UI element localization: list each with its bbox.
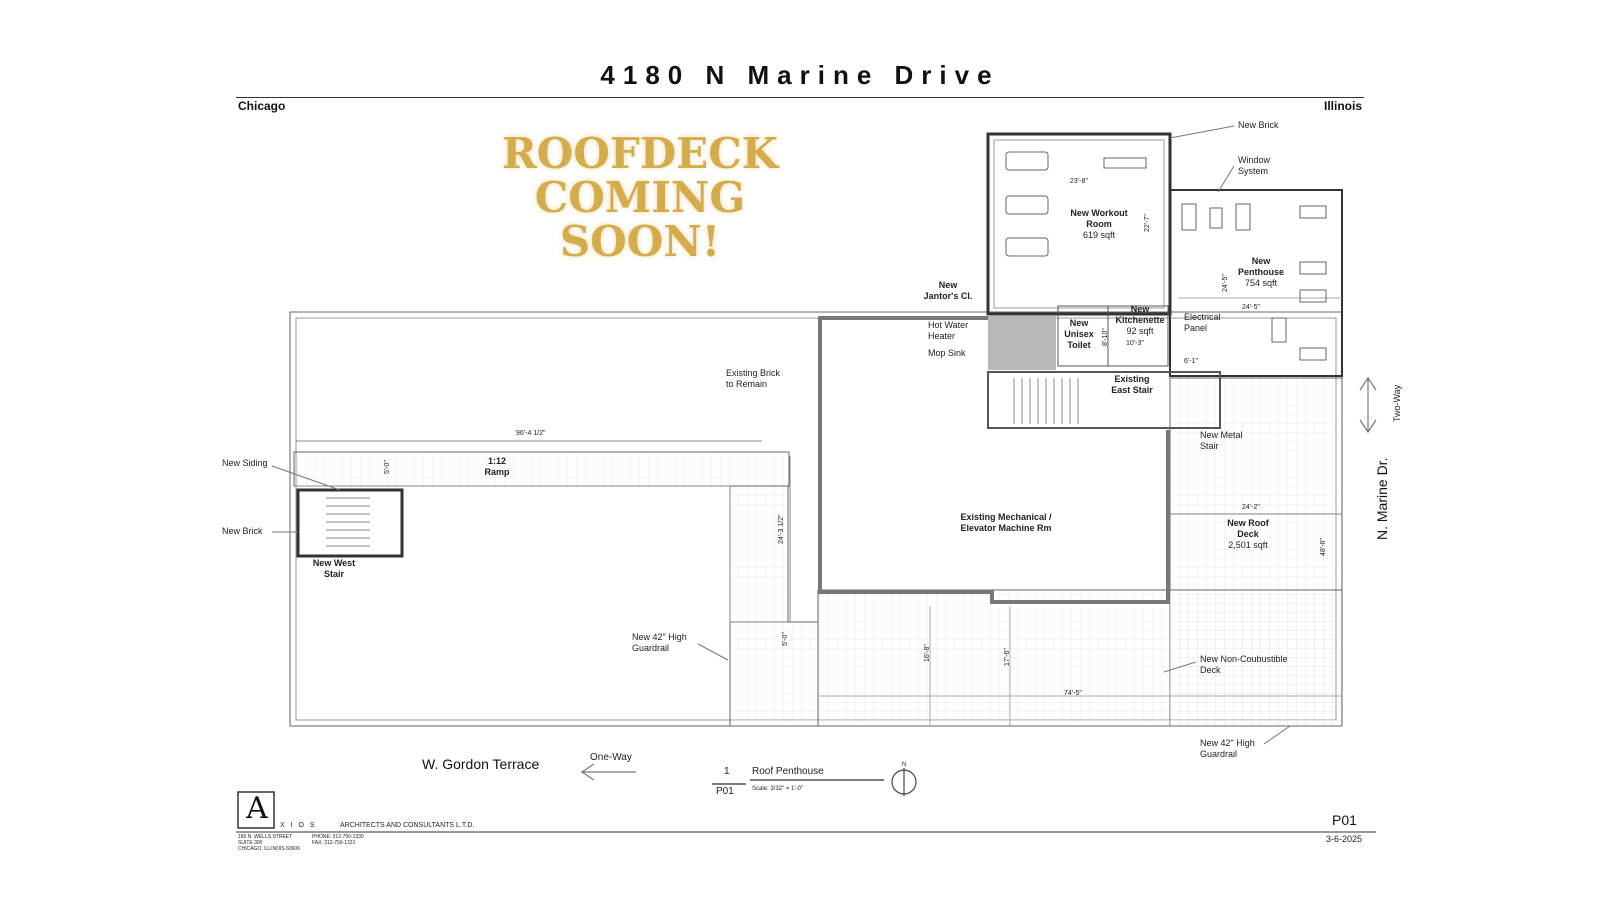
hot-water-fill [988,316,1056,370]
firm-name: ARCHITECTS AND CONSULTANTS L.T.D. [340,822,475,829]
dim-text: 17'-6" [1004,648,1011,666]
dim-text: 23'-8" [1070,178,1088,185]
east-stair-core [987,371,1221,429]
label-penthouse: New Penthouse 754 sqft [1237,256,1284,288]
label-east-stair: Existing East Stair [1111,374,1153,395]
state-label: Illinois [1323,99,1362,113]
firm-contact: PHONE: 312-750-1330 FAX: 312-750-1331 [312,834,364,846]
kitchenette-walls [1107,305,1169,367]
ramp-side-grid [729,485,789,623]
label-kitchenette: New Kitchenette 92 sqft [1115,304,1165,336]
dim-text: 24'-2" [1242,504,1260,511]
dim-text: 16'-8" [924,644,931,662]
street-marine-drive: N. Marine Dr. [1374,457,1390,540]
treadmill-1 [1005,151,1049,171]
label-mop-sink: Mop Sink [928,348,966,358]
dim-text: 5'-0" [384,460,391,474]
dim-text: 6'-1" [1184,358,1198,365]
label-ramp: 1:12 Ramp [484,456,510,477]
label-mechanical-room: Existing Mechanical / Elevator Machine R… [960,512,1052,533]
sheet-number: P01 [1332,812,1357,828]
east-stair-treads [1013,378,1079,424]
leader-new-brick [1169,125,1235,139]
drawing-sheet: P01 [716,786,734,797]
dim-text: 5'-0" [782,632,789,646]
label-guardrail-br: New 42" High Guardrail [1200,738,1255,759]
label-new-metal-stair: New Metal Stair [1200,430,1243,451]
label-west-stair: New West Stair [312,558,356,579]
promo-banner: ROOFDECK COMING SOON! [470,132,810,264]
dim-text: 24'-5" [1242,304,1260,311]
penthouse-fixture-1 [1181,203,1197,231]
sheet-date: 3-6-2025 [1326,834,1363,844]
label-guardrail-mid: New 42" High Guardrail [632,632,687,653]
dim-text: 10'-3" [1126,340,1144,347]
label-janitor-closet: New Jantor's Cl. [923,280,973,301]
leader-noncomb [1163,661,1197,673]
drawing-name: Roof Penthouse [752,766,824,777]
label-new-siding: New Siding [222,458,268,468]
dim-text: 24'-5" [1222,274,1229,292]
dim-text: 22'-7" [1144,214,1151,232]
label-hot-water: Hot Water Heater [928,320,969,341]
street-gordon-terrace: W. Gordon Terrace [422,756,540,772]
header-rule [236,97,1364,98]
leader-window [1217,165,1235,193]
page-title: 4180 N Marine Drive [600,60,1000,90]
promo-line-1: ROOFDECK [501,129,779,178]
workout-room-inner [993,139,1165,309]
label-new-brick-top: New Brick [1238,120,1279,130]
label-window-system: Window System [1238,155,1271,176]
one-way-arrow [580,763,636,781]
dim-text: 96'-4 1/2" [516,430,546,437]
label-existing-brick: Existing Brick to Remain [726,368,781,389]
penthouse-fixture-4 [1299,205,1327,219]
dim-text: 24'-3 1/2" [778,514,785,544]
leader-guardrail-br [1263,725,1291,745]
street-two-way: Two-Way [1392,384,1402,422]
label-workout-room: New Workout Room 619 sqft [1070,208,1128,240]
penthouse-fixture-8 [1271,317,1287,343]
penthouse-fixture-2 [1209,207,1223,229]
label-new-brick-left: New Brick [222,526,263,536]
logo-box [237,791,275,829]
firm-address: 180 N. WELLS STREET SUITE 300 CHICAGO, I… [238,834,300,852]
ramp-grid [293,451,790,487]
penthouse-walls [1169,189,1343,377]
label-electrical-panel: Electrical Panel [1184,312,1221,333]
penthouse-fixture-6 [1299,289,1327,303]
treadmill-2 [1005,195,1049,215]
penthouse-fixture-3 [1235,203,1251,231]
logo-word: X I O S [280,822,317,829]
two-way-arrow [1359,376,1377,434]
drawing-scale: Scale: 3/32" = 1'-0" [752,786,803,792]
penthouse-fixture-5 [1299,261,1327,275]
drawing-number: 1 [724,766,730,777]
dim-text: 74'-5" [1064,690,1082,697]
dim-text: 8'-10" [1102,328,1109,346]
label-noncombustible-deck: New Non-Coubustible Deck [1200,654,1288,675]
street-one-way: One-Way [590,752,632,763]
ramp-connector-grid [729,621,819,727]
logo-letter: A [246,791,268,826]
penthouse-fixture-7 [1299,347,1327,361]
promo-line-2: COMING [534,173,746,222]
north-label: N [902,762,907,768]
label-unisex-toilet: New Unisex Toilet [1064,318,1094,350]
leader-guardrail-mid [697,643,729,661]
south-deck-grid [817,589,1343,727]
promo-line-3: SOON! [559,217,721,266]
treadmill-3 [1005,237,1049,257]
west-stair-walls [296,488,404,558]
west-stair-treads [326,497,370,547]
weights-rack [1103,157,1147,169]
leader-siding [271,465,341,491]
city-label: Chicago [238,99,286,113]
ramp-edge [294,485,788,623]
mech-walls [818,318,1170,604]
label-roof-deck: New Roof Deck 2,501 sqft [1227,518,1269,550]
dim-text: 48'-6" [1320,538,1327,556]
